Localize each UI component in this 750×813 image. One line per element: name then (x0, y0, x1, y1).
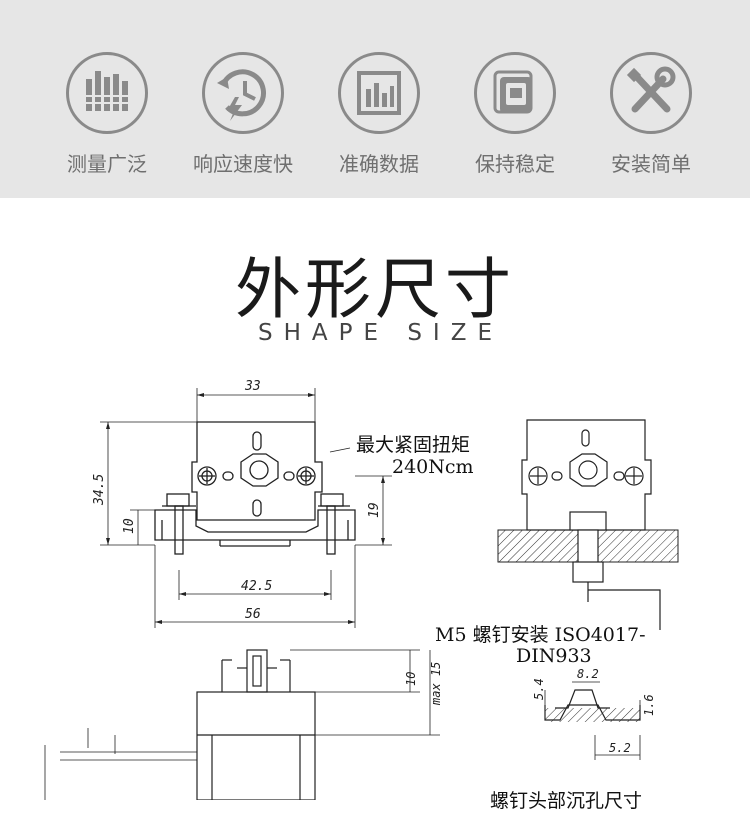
dim-slot-82: 8.2 (577, 667, 599, 681)
dim-width-top: 33 (244, 379, 261, 394)
torque-value: 240Ncm (392, 456, 474, 478)
feature-label: 保持稳定 (475, 152, 555, 176)
dim-hole-span: 42.5 (241, 579, 272, 594)
dim-width-total: 56 (245, 607, 261, 622)
front-view-body (191, 421, 323, 521)
screw-label-line1: M5 螺钉安装 ISO4017- (435, 624, 646, 646)
section-title: 外形尺寸 (235, 251, 515, 328)
feature-easy-install: 安装简单 (591, 52, 711, 177)
dim-side-10: 10 (404, 672, 418, 686)
feature-label: 响应速度快 (193, 152, 293, 176)
dim-height-total: 34.5 (92, 474, 107, 506)
feature-label: 准确数据 (339, 152, 419, 176)
feature-stable: 保持稳定 (455, 52, 575, 177)
dim-slot-16: 1.6 (642, 694, 656, 716)
technical-drawing: 33 34.5 10 19 42.5 56 10 max 15 (44, 379, 679, 800)
center-hex-nut (240, 453, 279, 487)
tools-wrench-screwdriver-icon (610, 52, 692, 134)
section-subtitle: SHAPE SIZE (257, 320, 503, 346)
side-view-body (196, 691, 316, 800)
torque-label: 最大紧固扭矩 (356, 434, 471, 456)
measurement-bars-icon (66, 52, 148, 134)
dim-slot-52: 5.2 (609, 741, 631, 755)
stable-device-icon (474, 52, 556, 134)
feature-accurate-data: 准确数据 (319, 52, 439, 177)
screw-label-line2: DIN933 (516, 645, 592, 667)
feature-label: 安装简单 (611, 152, 691, 176)
feature-measurement: 测量广泛 (47, 52, 167, 177)
features-band: 测量广泛 响应速度快 准确数据 (0, 0, 750, 198)
feature-fast-response: 响应速度快 (183, 52, 303, 177)
dim-side-max15: max 15 (429, 662, 443, 706)
dim-slot-54: 5.4 (532, 678, 546, 700)
fast-response-clock-icon (202, 52, 284, 134)
feature-label: 测量广泛 (67, 152, 147, 176)
dim-height-base: 10 (122, 518, 137, 534)
accurate-data-chart-icon (338, 52, 420, 134)
dim-height-hole: 19 (367, 502, 382, 518)
